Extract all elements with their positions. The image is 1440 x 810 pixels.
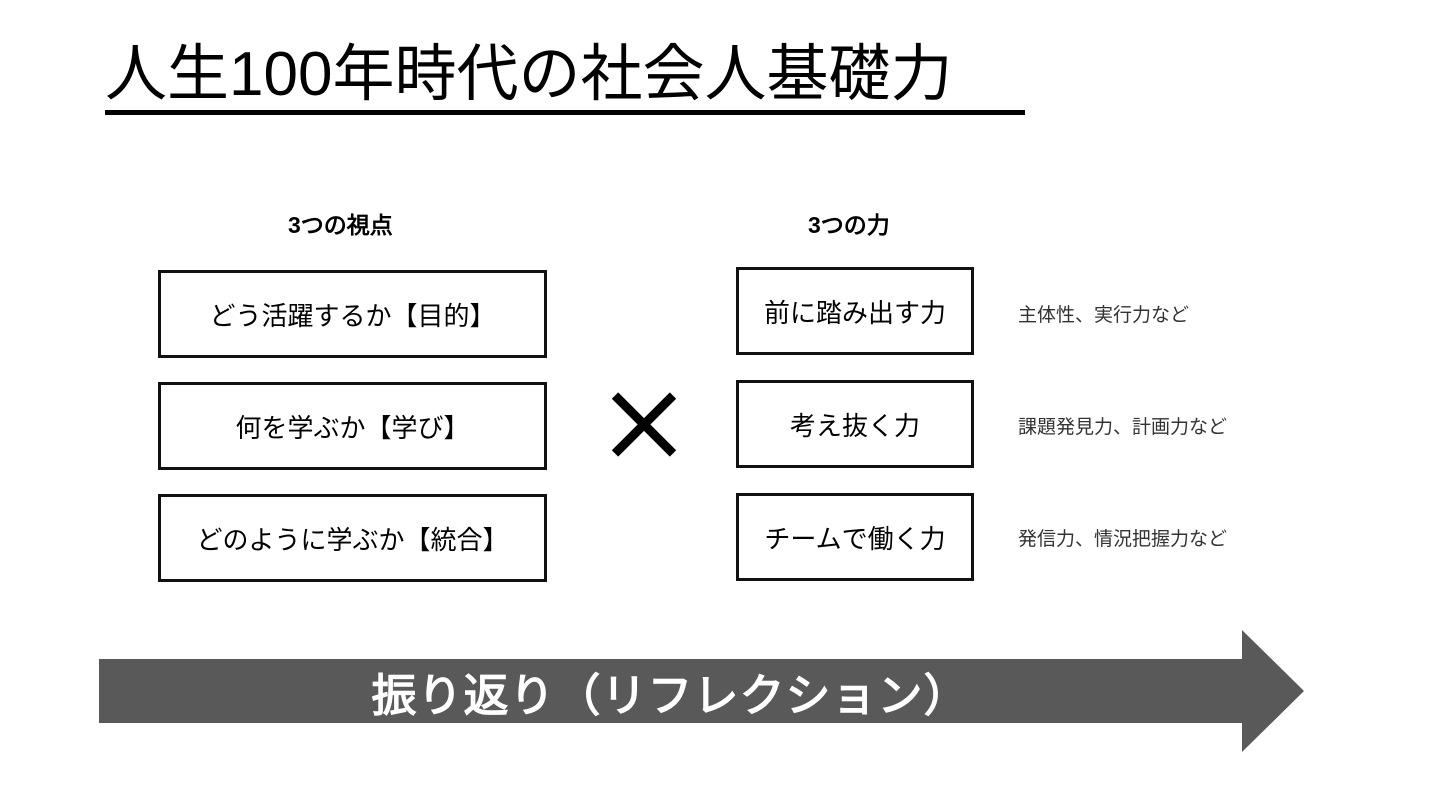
viewpoints-column-heading: 3つの視点 [288, 212, 393, 238]
viewpoint-box-2-label: 何を学ぶか【学び】 [235, 412, 470, 443]
ability-box-1-label: 前に踏み出す力 [763, 297, 946, 328]
viewpoint-box-2: 何を学ぶか【学び】 [158, 382, 547, 470]
ability-box-3: チームで働く力 [736, 493, 974, 581]
multiply-icon [608, 388, 680, 460]
abilities-column-heading: 3つの力 [808, 212, 890, 238]
ability-box-3-label: チームで働く力 [764, 523, 946, 554]
title-underline [105, 110, 1025, 115]
ability-note-3: 発信力、情況把握力など [1018, 529, 1228, 550]
ability-box-2: 考え抜く力 [736, 380, 974, 468]
page-title: 人生100年時代の社会人基礎力 [105, 38, 1035, 120]
viewpoint-box-3: どのように学ぶか【統合】 [158, 494, 547, 582]
reflection-arrow-shape [99, 630, 1304, 752]
viewpoint-box-1-label: どう活躍するか【目的】 [209, 300, 496, 331]
ability-box-1: 前に踏み出す力 [736, 267, 974, 355]
reflection-arrow: 振り返り（リフレクション） [99, 628, 1304, 754]
ability-box-2-label: 考え抜く力 [789, 410, 920, 441]
viewpoint-box-1: どう活躍するか【目的】 [158, 270, 547, 358]
page-title-text: 人生100年時代の社会人基礎力 [105, 40, 953, 109]
ability-note-2: 課題発見力、計画力など [1018, 417, 1228, 438]
reflection-arrow-label: 振り返り（リフレクション） [371, 669, 970, 721]
ability-note-1: 主体性、実行力など [1018, 305, 1190, 326]
viewpoint-box-3-label: どのように学ぶか【統合】 [196, 524, 509, 555]
